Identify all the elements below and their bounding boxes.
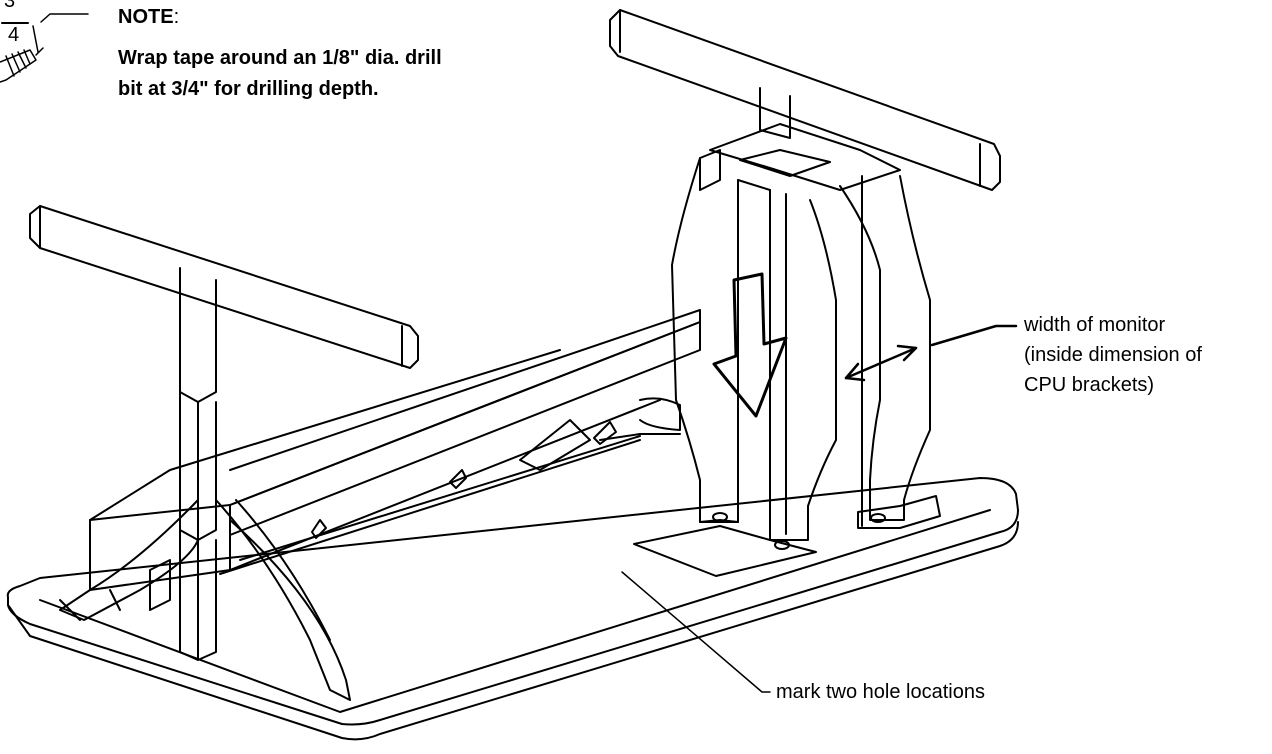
down-arrow-icon <box>712 272 788 418</box>
holes-leader <box>621 571 771 693</box>
note-body: Wrap tape around an 1/8" dia. drill bit … <box>118 43 442 105</box>
monitor-callout-line-2: (inside dimension of <box>1024 344 1202 366</box>
fraction-denominator: 4 <box>8 24 20 46</box>
double-arrow-icon <box>844 344 918 382</box>
holes-callout: mark two hole locations <box>776 681 985 703</box>
left-leg <box>29 205 419 701</box>
apron-rail <box>89 309 701 591</box>
table-top <box>6 477 1019 741</box>
note-leader <box>40 13 89 23</box>
fraction-leader <box>32 25 39 53</box>
note-heading-label: NOTE <box>118 6 174 28</box>
fraction-numerator: 3" <box>4 0 23 12</box>
note-line-1: Wrap tape around an 1/8" dia. drill <box>118 47 442 69</box>
note-line-2: bit at 3/4" for drilling depth. <box>118 78 379 100</box>
monitor-callout: width of monitor (inside dimension of CP… <box>1024 310 1202 400</box>
cpu-bracket <box>633 157 941 577</box>
monitor-callout-line-3: CPU brackets) <box>1024 374 1155 396</box>
monitor-callout-line-1: width of monitor <box>1024 314 1166 336</box>
note-heading: NOTE: <box>118 6 179 29</box>
drill-bit-icon <box>0 47 44 83</box>
monitor-leader <box>930 324 1018 347</box>
paper-template <box>633 525 817 577</box>
note-heading-colon: : <box>173 6 180 28</box>
right-leg <box>609 9 1001 191</box>
